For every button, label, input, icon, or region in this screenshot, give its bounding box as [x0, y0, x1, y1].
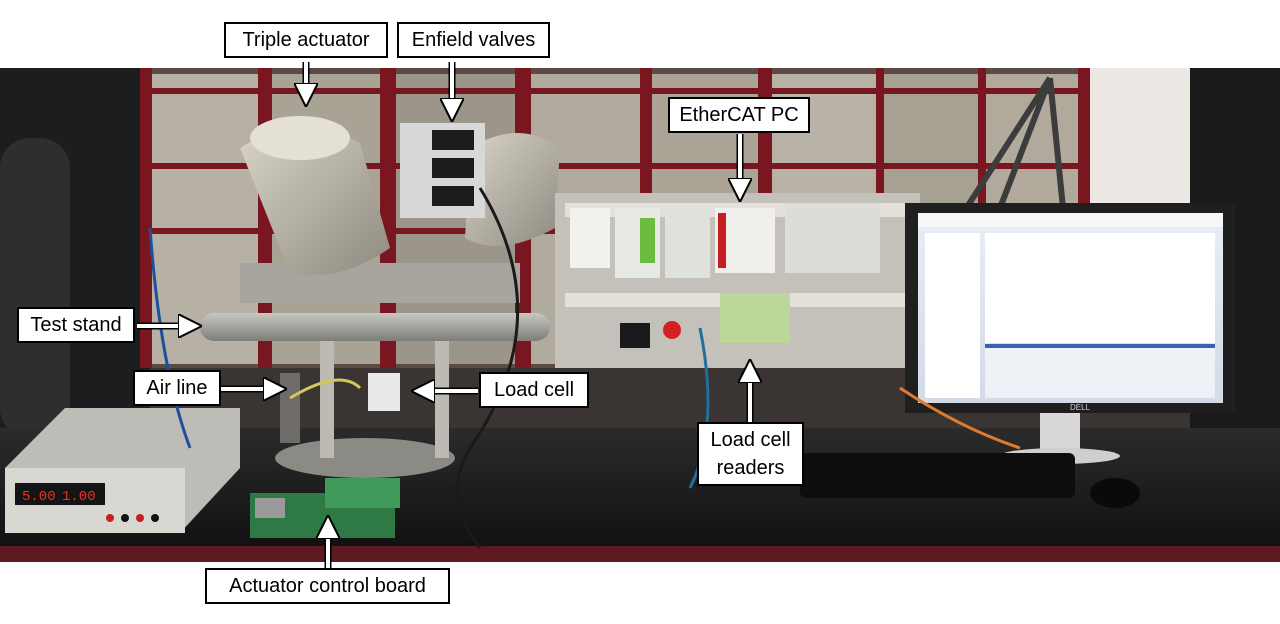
label-triple-actuator: Triple actuator	[224, 22, 388, 58]
label-enfield-valves: Enfield valves	[397, 22, 550, 58]
gas-cylinder	[0, 138, 70, 438]
supply-current: 1.00	[62, 489, 96, 505]
label-test-stand: Test stand	[17, 307, 135, 343]
enfield-valves	[400, 123, 485, 218]
label-load-cell: Load cell	[479, 372, 589, 408]
keyboard	[800, 453, 1075, 498]
load-cell	[368, 373, 400, 411]
label-load-cell-readers-line1: Load cell	[710, 429, 791, 451]
mouse	[1090, 478, 1140, 508]
lab-photo: DELL 5.00 1.00	[0, 68, 1280, 562]
cables	[148, 187, 1021, 549]
bench-edge	[0, 546, 1280, 562]
label-load-cell-readers: Load cell readers	[697, 422, 804, 486]
monitor-brand: DELL	[1070, 403, 1091, 412]
label-air-line: Air line	[133, 370, 221, 406]
label-ethercat-pc: EtherCAT PC	[668, 97, 810, 133]
control-panel	[555, 193, 920, 368]
triple-actuator	[240, 116, 560, 276]
label-actuator-control-board: Actuator control board	[205, 568, 450, 604]
monitor: DELL	[905, 203, 1235, 464]
power-supply: 5.00 1.00	[5, 408, 240, 533]
test-stand	[200, 263, 550, 478]
label-load-cell-readers-line2: readers	[716, 457, 785, 479]
supply-voltage: 5.00	[22, 489, 56, 505]
